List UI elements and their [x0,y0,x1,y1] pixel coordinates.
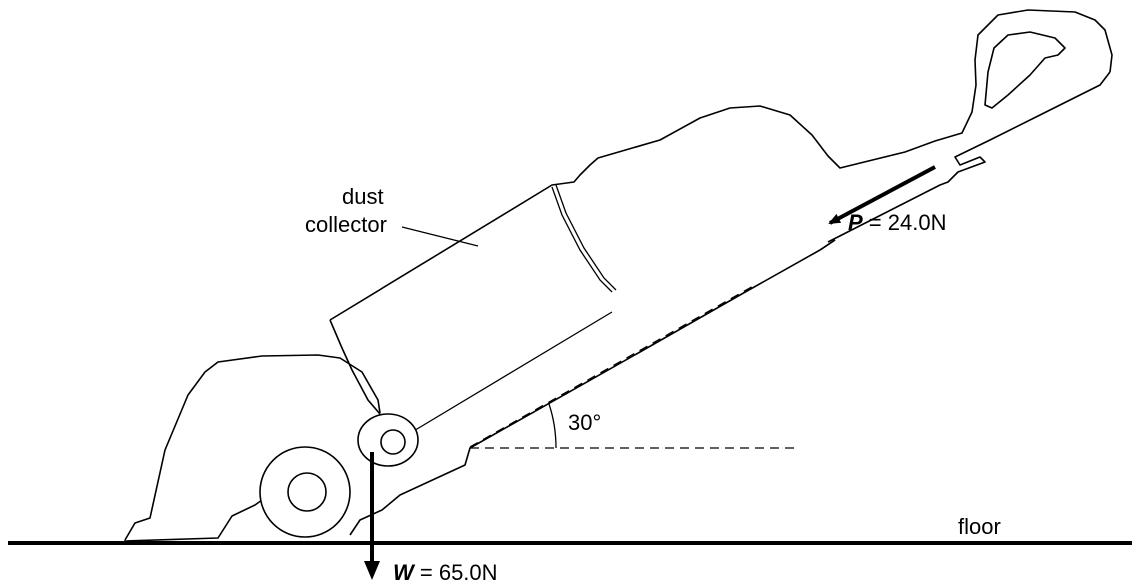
tube-axis-dashed [469,284,756,448]
force-p-value: = 24.0N [862,210,947,235]
angle-arc [548,403,557,449]
force-p-arrow [828,165,936,225]
force-w-label: W = 65.0N [393,562,498,584]
dust-collector-body [329,9,1113,321]
collector-seam-2 [555,184,617,291]
handle-grip-opening [984,31,1066,109]
handle-lower-contour [819,71,1111,251]
nozzle-head [123,354,381,542]
pivot-inner [380,429,406,455]
dust-collector-label-line1: dust [342,184,384,209]
force-p-symbol: P [848,210,863,235]
dust-collector-label-line2: collector [305,212,387,237]
inner-tube-line [411,311,613,433]
floor-label: floor [958,514,1001,539]
force-p-label: P = 24.0N [848,212,946,234]
wheel-inner [287,472,327,512]
force-w-symbol: W [393,560,414,585]
body-lower-contour [349,239,836,536]
collector-leader-line [401,226,479,247]
angle-label: 30° [568,410,602,435]
force-w-value: = 65.0N [413,560,498,585]
force-w-arrowhead [364,561,380,580]
pivot-outer [357,413,419,467]
collector-seam-1 [551,186,613,293]
collector-rear-wall [329,319,381,415]
wheel-outer [259,446,351,538]
